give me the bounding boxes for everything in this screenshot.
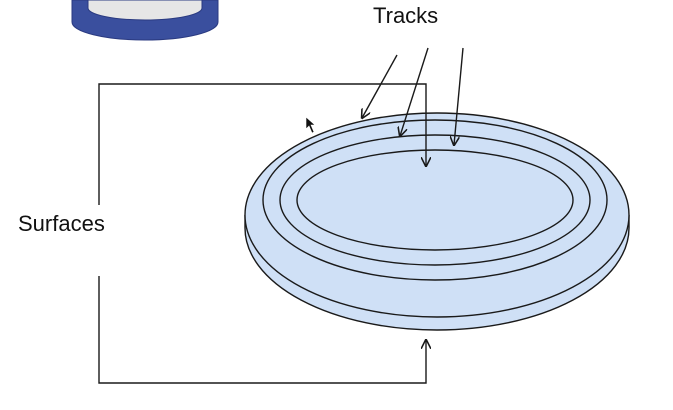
track-arrow-middle	[400, 47, 429, 136]
track-outer	[262, 119, 608, 281]
track-middle	[279, 134, 591, 266]
surfaces-arrow-top	[98, 83, 426, 205]
surfaces-arrow-bottom	[98, 276, 426, 384]
mouse-cursor-icon	[305, 116, 316, 134]
tracks-label: Tracks	[373, 3, 439, 28]
track-arrow-outer	[362, 54, 398, 118]
surfaces-label: Surfaces	[18, 211, 105, 236]
spindle-ring	[71, 0, 219, 41]
track-arrow-inner	[454, 47, 464, 145]
track-inner	[296, 149, 574, 251]
